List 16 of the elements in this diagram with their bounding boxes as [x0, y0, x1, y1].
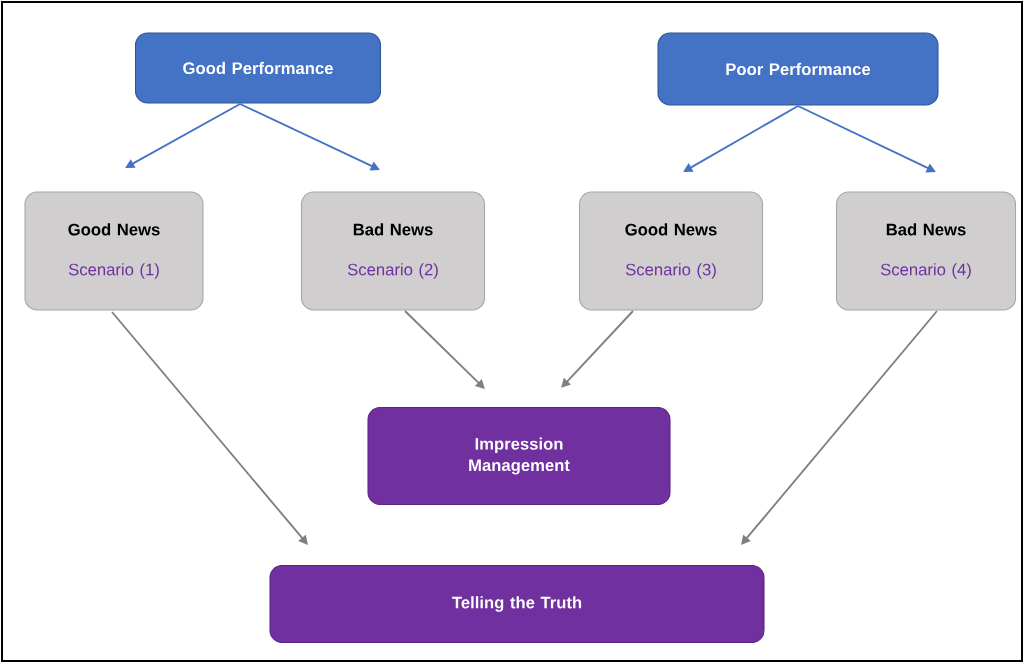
- outcome-box: Impression Management: [367, 406, 671, 506]
- scenario-box: Good News Scenario (3): [578, 191, 764, 311]
- process-box: Poor Performance: [657, 32, 939, 106]
- process-box: Good Performance: [134, 32, 382, 104]
- scenario-box: Good News Scenario (1): [24, 191, 204, 311]
- arrow: [111, 311, 308, 545]
- outcome-box: Telling the Truth: [269, 564, 765, 644]
- arrow: [239, 103, 380, 171]
- arrow: [561, 310, 634, 388]
- arrow: [404, 310, 485, 389]
- arrow: [125, 103, 241, 168]
- arrow: [741, 310, 938, 545]
- scenario-box: Bad News Scenario (4): [835, 191, 1017, 311]
- arrow: [683, 105, 799, 172]
- arrow: [797, 105, 936, 173]
- scenario-box: Bad News Scenario (2): [300, 191, 486, 311]
